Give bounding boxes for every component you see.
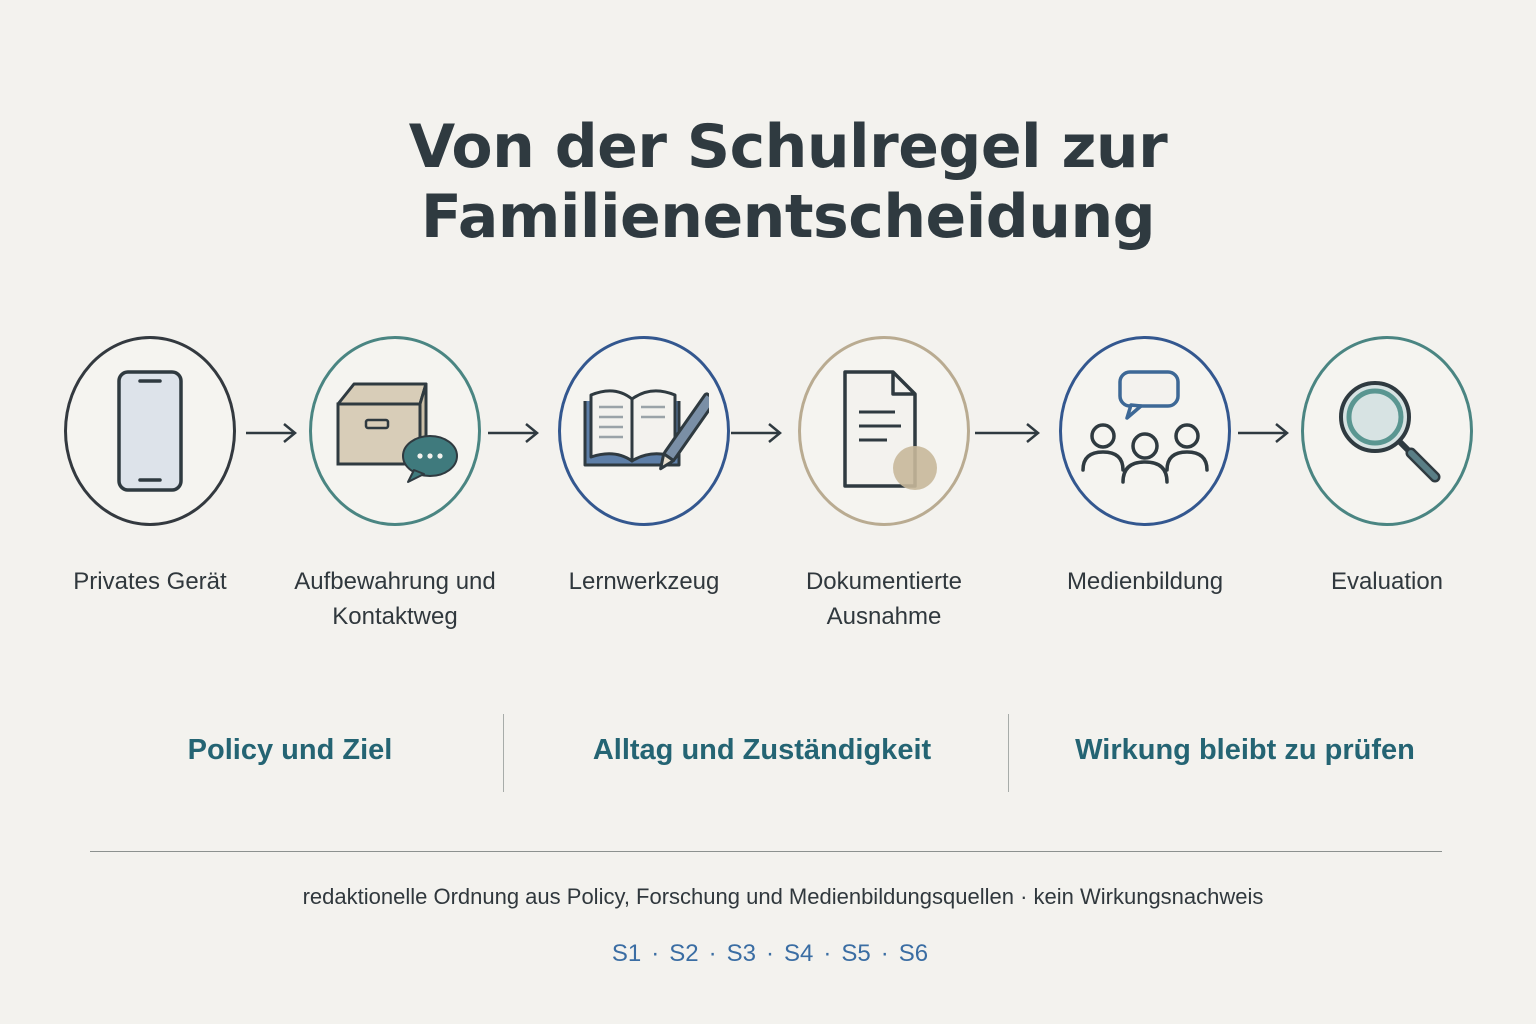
- page-title: Von der Schulregel zur Familienentscheid…: [408, 112, 1168, 252]
- source-ref: S1: [611, 940, 642, 967]
- source-ref: S4: [784, 940, 814, 967]
- source-ref: S2: [669, 940, 699, 967]
- phase-effect-to-verify: Wirkung bleibt zu prüfen: [1075, 734, 1415, 766]
- step-circle: [309, 336, 481, 526]
- source-separator: ·: [766, 940, 774, 967]
- step-private-device: Privates Gerät: [30, 336, 270, 599]
- source-ref: S6: [898, 940, 929, 967]
- phase-divider: [1008, 714, 1009, 792]
- source-ref: S3: [726, 940, 756, 967]
- phase-daily-responsibility: Alltag und Zuständigkeit: [592, 734, 932, 766]
- step-circle: [64, 336, 236, 526]
- step-circle: [1301, 336, 1473, 526]
- step-circle: [798, 336, 970, 526]
- step-label: Lernwerkzeug: [568, 568, 720, 595]
- source-separator: ·: [651, 940, 660, 967]
- arrow-icon: [973, 420, 1043, 451]
- source-separator: ·: [708, 940, 717, 967]
- storage-box-chat-icon: [336, 382, 458, 483]
- arrow-icon: [1236, 420, 1292, 451]
- footer-rule: [90, 851, 1442, 852]
- arrow-icon: [729, 420, 785, 451]
- step-label: Medienbildung: [1066, 568, 1224, 595]
- source-separator: ·: [823, 940, 832, 967]
- arrow-icon: [244, 420, 300, 451]
- step-media-education: Medienbildung: [1025, 336, 1265, 599]
- source-separator: ·: [880, 940, 889, 967]
- source-ref: S5: [841, 940, 871, 967]
- step-circle: [1059, 336, 1231, 526]
- phase-divider: [503, 714, 504, 792]
- source-list: S1 · S2 · S3 · S4 · S5 · S6: [0, 940, 1536, 968]
- group-discussion-icon: [1081, 370, 1209, 484]
- step-evaluation: Evaluation: [1267, 336, 1507, 599]
- step-label: Privates Gerät: [73, 568, 227, 595]
- document-icon: [843, 370, 937, 490]
- step-label: Evaluation: [1330, 568, 1444, 595]
- book-pencil-icon: [583, 389, 709, 471]
- step-circle: [558, 336, 730, 526]
- smartphone-icon: [117, 370, 183, 492]
- footer-note: redaktionelle Ordnung aus Policy, Forsch…: [302, 884, 1264, 909]
- phase-policy-goal: Policy und Ziel: [187, 734, 393, 766]
- step-learning-tool: Lernwerkzeug: [524, 336, 764, 599]
- arrow-icon: [486, 420, 542, 451]
- magnifier-icon: [1339, 381, 1441, 483]
